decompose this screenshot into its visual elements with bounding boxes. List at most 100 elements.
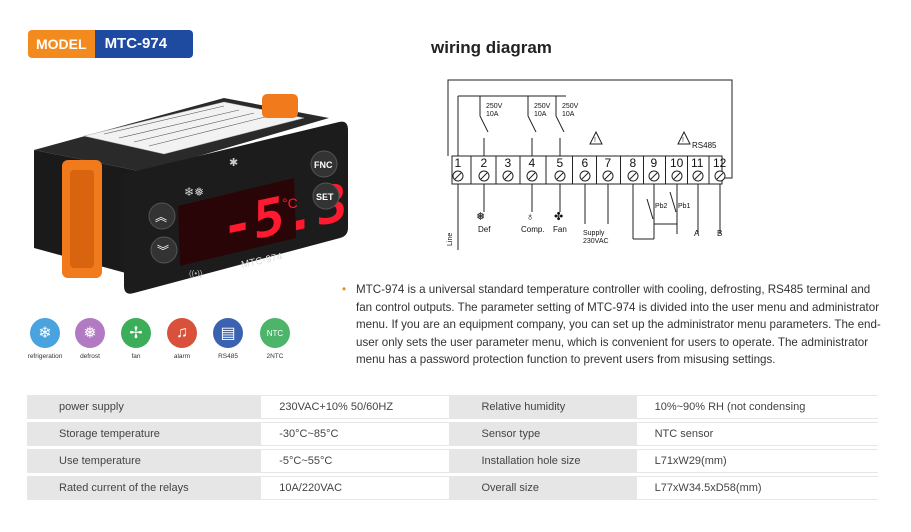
terminal-block bbox=[451, 155, 723, 185]
fan-icon: ✢ bbox=[121, 318, 151, 348]
down-button-glyph: ︾ bbox=[157, 244, 169, 258]
spec-value: -5°C~55°C bbox=[261, 449, 450, 473]
up-button-glyph: ︽ bbox=[155, 210, 167, 224]
defrost-symbol-icon: ❅ bbox=[476, 211, 485, 223]
terminal-number: 4 bbox=[529, 156, 536, 170]
relay1-voltage: 250V bbox=[486, 103, 503, 110]
spec-key: Use temperature bbox=[27, 449, 262, 473]
a-label: A bbox=[694, 229, 700, 238]
spec-key: Overall size bbox=[449, 476, 637, 500]
relay3-voltage: 250V bbox=[562, 103, 579, 110]
warning-icon bbox=[589, 130, 603, 145]
terminal-number: 1 bbox=[455, 156, 462, 170]
feature-item: NTC 2NTC bbox=[252, 318, 298, 360]
feature-item: ♫ alarm bbox=[159, 318, 205, 360]
description: • MTC-974 is a universal standard temper… bbox=[342, 281, 882, 369]
svg-text:!: ! bbox=[594, 137, 596, 144]
frame-line bbox=[447, 79, 733, 179]
fan-label: Fan bbox=[553, 225, 567, 234]
terminal-number: 2 bbox=[481, 156, 488, 170]
terminal-number: 5 bbox=[557, 156, 564, 170]
b-label: B bbox=[717, 229, 722, 238]
spec-key: power supply bbox=[27, 395, 262, 419]
bracket-right bbox=[262, 94, 298, 118]
relay2-voltage: 250V bbox=[534, 103, 551, 110]
feature-label: alarm bbox=[173, 353, 191, 360]
device-fan-icon: ✱ bbox=[229, 157, 238, 169]
feature-item: ✢ fan bbox=[113, 318, 159, 360]
device-snow-icon: ❄❅ bbox=[184, 185, 204, 199]
fnc-button-label: FNC bbox=[314, 160, 333, 170]
rs485-label: RS485 bbox=[692, 141, 717, 150]
display-window bbox=[178, 178, 296, 266]
fnc-button[interactable] bbox=[310, 150, 338, 178]
controller-image: -5.3 °C MTC-974 ❄❅ ✱ FNC SET ︽ ︾ ((•)) bbox=[34, 94, 348, 294]
defrost-icon: ❅ bbox=[75, 318, 105, 348]
relay1-current: 10A bbox=[486, 111, 499, 118]
up-button[interactable] bbox=[148, 202, 176, 230]
terminal-number: 7 bbox=[605, 156, 612, 170]
warning-icon-2 bbox=[677, 130, 691, 145]
svg-text:!: ! bbox=[682, 137, 684, 144]
display-unit: °C bbox=[282, 195, 298, 211]
pb1-label: Pb1 bbox=[678, 203, 691, 210]
alarm-icon: ♫ bbox=[167, 318, 197, 348]
line-label: Line bbox=[447, 233, 454, 246]
set-button-label: SET bbox=[316, 192, 334, 202]
model-value: MTC-974 bbox=[94, 30, 194, 58]
feature-label: defrost bbox=[80, 353, 100, 360]
def-label: Def bbox=[478, 225, 491, 234]
down-button[interactable] bbox=[150, 236, 178, 264]
spec-value: 10A/220VAC bbox=[261, 476, 450, 500]
feature-label: refrigeration bbox=[27, 353, 63, 360]
spec-value: L77xW34.5xD58(mm) bbox=[636, 476, 878, 500]
terminal-number: 12 bbox=[713, 156, 727, 170]
wiring-title: wiring diagram bbox=[431, 38, 552, 57]
model-badge: MODEL MTC-974 bbox=[28, 30, 194, 58]
pb2-label: Pb2 bbox=[655, 203, 668, 210]
spec-value: L71xW29(mm) bbox=[636, 449, 878, 473]
supply-voltage-label: 230VAC bbox=[583, 238, 609, 245]
ntc-icon: NTC bbox=[260, 318, 290, 348]
feature-item: ❅ defrost bbox=[67, 318, 113, 360]
feature-item: ❄ refrigeration bbox=[22, 318, 68, 360]
bullet-icon: • bbox=[342, 283, 347, 296]
feature-item: ▤RS485 bbox=[205, 318, 251, 360]
sensor-indicator-icon: ((•)) bbox=[189, 269, 203, 278]
description-text: MTC-974 is a universal standard temperat… bbox=[356, 283, 881, 366]
terminal-number: 10 bbox=[670, 156, 684, 170]
relay2-current: 10A bbox=[534, 111, 547, 118]
supply-label: Supply bbox=[583, 230, 605, 237]
feature-label: RS485 bbox=[218, 353, 238, 360]
relay3-current: 10A bbox=[562, 111, 575, 118]
terminal-number: 9 bbox=[651, 156, 658, 170]
snowflake-icon: ❄ bbox=[30, 318, 60, 348]
spec-value: -30°C~85°C bbox=[261, 422, 450, 446]
spec-key: Installation hole size bbox=[449, 449, 637, 473]
feature-label: 2NTC bbox=[266, 353, 284, 360]
spec-key: Sensor type bbox=[449, 422, 637, 446]
terminal-number: 6 bbox=[582, 156, 589, 170]
spec-value: NTC sensor bbox=[636, 422, 878, 446]
model-label: MODEL bbox=[28, 30, 95, 58]
terminal-number: 3 bbox=[505, 156, 512, 170]
spec-value: 10%~90% RH (not condensing bbox=[636, 395, 878, 419]
comp-label: Comp. bbox=[521, 225, 545, 234]
fan-symbol-icon: ✤ bbox=[554, 211, 563, 223]
spec-key: Rated current of the relays bbox=[27, 476, 262, 500]
set-button[interactable] bbox=[312, 182, 340, 210]
spec-value: 230VAC+10% 50/60HZ bbox=[261, 395, 450, 419]
spec-key: Storage temperature bbox=[27, 422, 262, 446]
compressor-symbol-icon: ♁ bbox=[526, 211, 534, 223]
terminal-number: 11 bbox=[691, 156, 704, 170]
terminal-number: 8 bbox=[630, 156, 637, 170]
spec-key: Relative humidity bbox=[449, 395, 637, 419]
feature-label: fan bbox=[131, 353, 141, 360]
